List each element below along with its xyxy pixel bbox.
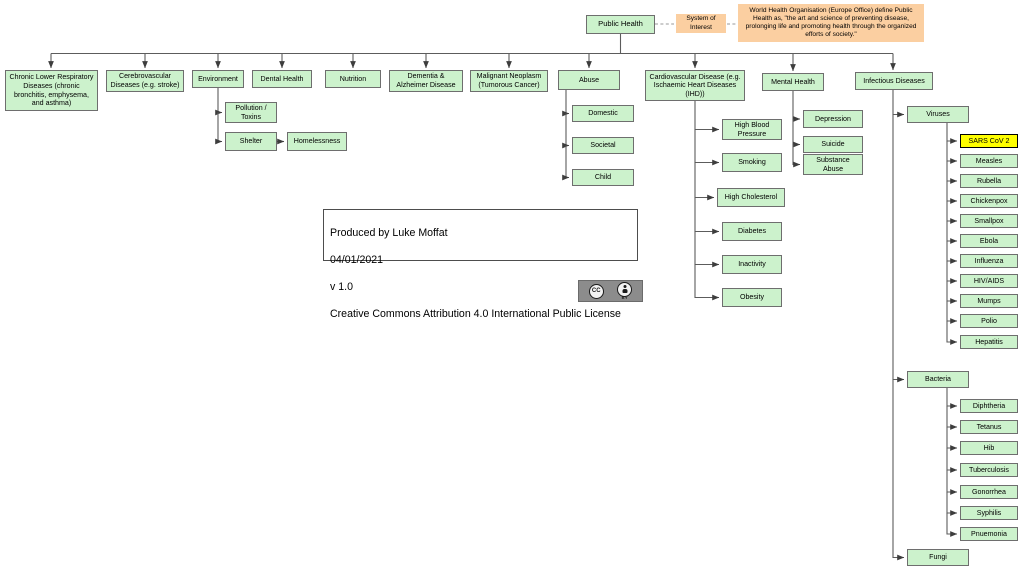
node-homelessness[interactable]: Homelessness [287,132,347,151]
credits-license: Creative Commons Attribution 4.0 Interna… [330,307,621,320]
node-cerebrovascular-diseases[interactable]: Cerebrovascular Diseases (e.g. stroke) [106,70,184,92]
node-viruses[interactable]: Viruses [907,106,969,123]
node-polio[interactable]: Polio [960,314,1018,328]
node-sars-cov-2[interactable]: SARS CoV 2 [960,134,1018,148]
node-environment[interactable]: Environment [192,70,244,88]
creative-commons-badge: CC BY [578,280,643,302]
node-mental-health[interactable]: Mental Health [762,73,824,91]
node-measles[interactable]: Measles [960,154,1018,168]
node-depression[interactable]: Depression [803,110,863,128]
node-inactivity[interactable]: Inactivity [722,255,782,274]
node-pnuemonia[interactable]: Pnuemonia [960,527,1018,541]
node-abuse[interactable]: Abuse [558,70,620,90]
cc-icon: CC [588,283,604,299]
credits-author: Produced by Luke Moffat [330,227,448,240]
node-bacteria[interactable]: Bacteria [907,371,969,388]
node-smallpox[interactable]: Smallpox [960,214,1018,228]
node-dementia-alzheimer-disease[interactable]: Dementia & Alzheimer Disease [389,70,463,92]
node-mumps[interactable]: Mumps [960,294,1018,308]
note-who-definition: World Health Organisation (Europe Office… [738,4,924,42]
node-hiv-aids[interactable]: HIV/AIDS [960,274,1018,288]
credits-box: Produced by Luke Moffat 04/01/2021 v 1.0… [323,209,638,320]
node-hib[interactable]: Hib [960,441,1018,455]
node-high-cholesterol[interactable]: High Cholesterol [717,188,785,207]
node-high-blood-pressure[interactable]: High Blood Pressure [722,119,782,140]
node-dental-health[interactable]: Dental Health [252,70,312,88]
node-hepatitis[interactable]: Hepatitis [960,335,1018,349]
node-tuberculosis[interactable]: Tuberculosis [960,463,1018,477]
node-ebola[interactable]: Ebola [960,234,1018,248]
node-gonorrhea[interactable]: Gonorrhea [960,485,1018,499]
node-infectious-diseases[interactable]: Infectious Diseases [855,72,933,90]
node-tetanus[interactable]: Tetanus [960,420,1018,434]
node-fungi[interactable]: Fungi [907,549,969,566]
node-cardiovascular-disease[interactable]: Cardiovascular Disease (e.g. Ischaemic H… [645,70,745,101]
node-obesity[interactable]: Obesity [722,288,782,307]
node-suicide[interactable]: Suicide [803,136,863,153]
node-domestic[interactable]: Domestic [572,105,634,122]
node-system-of-interest[interactable]: System of Interest [676,14,726,33]
node-public-health[interactable]: Public Health [586,15,655,34]
node-substance-abuse[interactable]: Substance Abuse [803,154,863,175]
credits-date: 04/01/2021 [330,254,384,267]
by-label: BY [621,295,628,300]
by-person-icon [617,282,633,297]
node-diabetes[interactable]: Diabetes [722,222,782,241]
node-syphilis[interactable]: Syphilis [960,506,1018,520]
node-nutrition[interactable]: Nutrition [325,70,381,88]
node-societal[interactable]: Societal [572,137,634,154]
credits-version: v 1.0 [330,281,353,294]
node-pollution-toxins[interactable]: Pollution / Toxins [225,102,277,123]
node-shelter[interactable]: Shelter [225,132,277,151]
node-malignant-neoplasm[interactable]: Malignant Neoplasm (Tumorous Cancer) [470,70,548,92]
node-diphtheria[interactable]: Diphtheria [960,399,1018,413]
node-rubella[interactable]: Rubella [960,174,1018,188]
node-chickenpox[interactable]: Chickenpox [960,194,1018,208]
by-icon-wrap: BY [617,282,633,300]
node-child[interactable]: Child [572,169,634,186]
node-smoking[interactable]: Smoking [722,153,782,172]
node-chronic-lower-respiratory-diseases[interactable]: Chronic Lower Respiratory Diseases (chro… [5,70,98,111]
node-influenza[interactable]: Influenza [960,254,1018,268]
